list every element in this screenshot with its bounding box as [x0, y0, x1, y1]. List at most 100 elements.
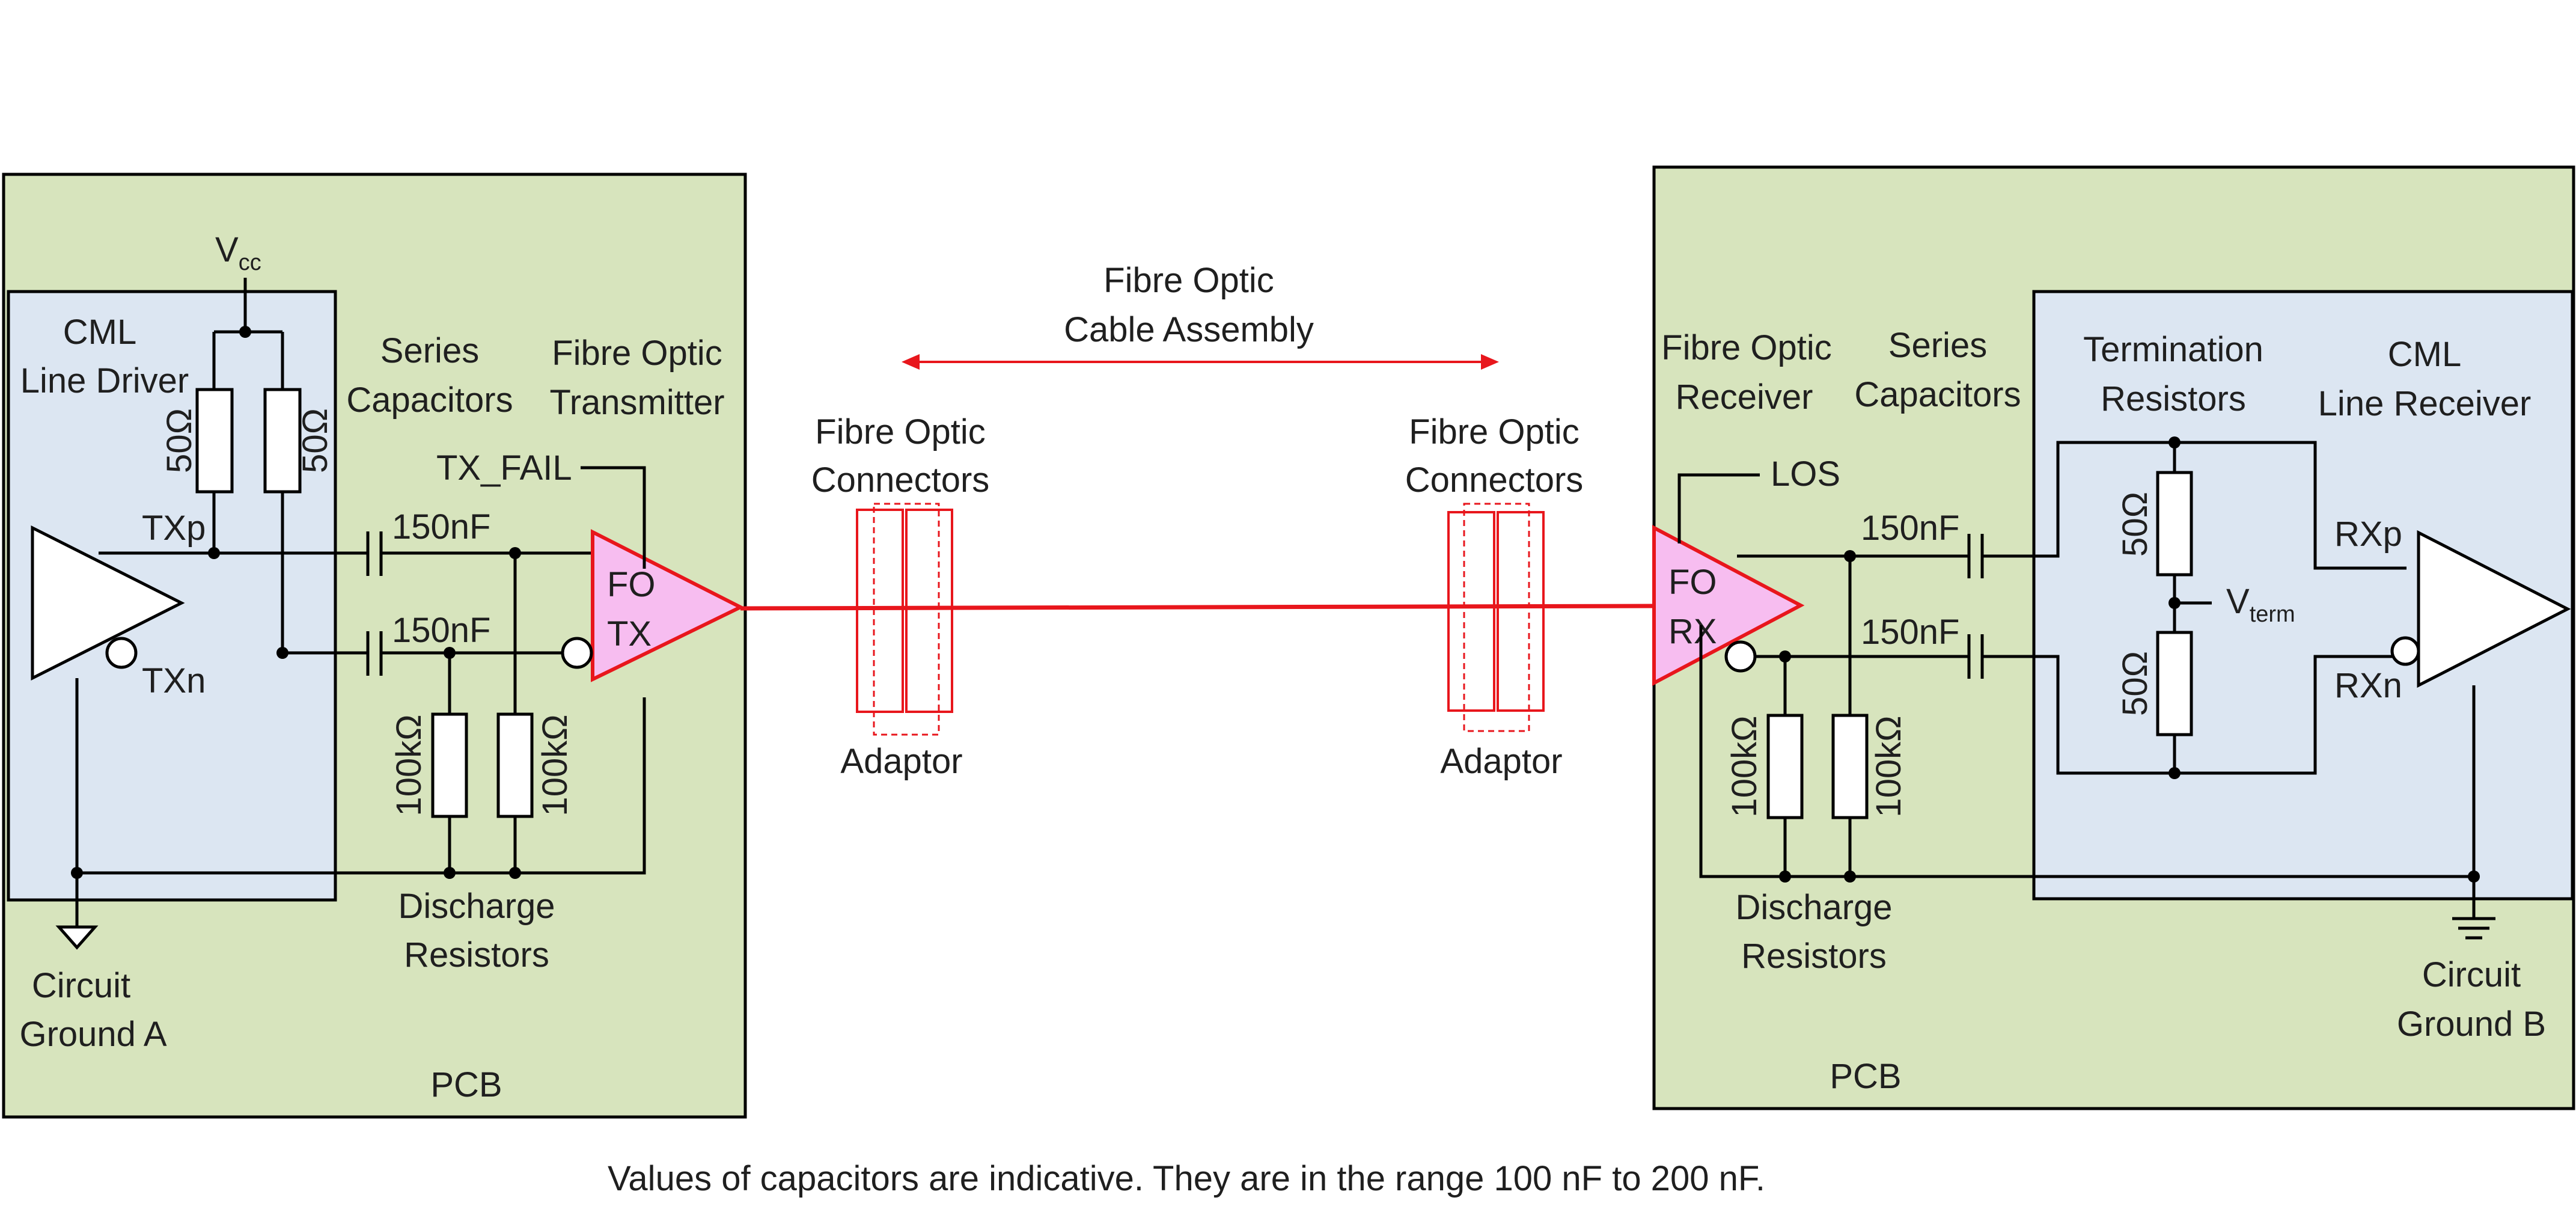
- txn-stub: [281, 492, 284, 653]
- term-n-value: 50Ω: [2116, 651, 2155, 716]
- discharge-resistor-1: [431, 712, 468, 818]
- cap-p-value: 150nF: [392, 507, 490, 546]
- los-label: LOS: [1771, 454, 1840, 494]
- ground-bus-b: [1699, 625, 2476, 919]
- rx-series-capacitor-n: [1967, 634, 1984, 679]
- pullup-resistor-n: [263, 388, 302, 494]
- termination-resistor-p: [2156, 471, 2193, 577]
- junction-dot: [1844, 550, 1856, 562]
- connector-right-a: [1447, 511, 1495, 712]
- pullup-resistor-p: [195, 388, 234, 494]
- los-wire: [1677, 473, 1760, 543]
- junction-dot: [2169, 767, 2181, 779]
- cml-line-receiver-amplifier: [2417, 530, 2571, 688]
- rx-discharge-1-value: 100kΩ: [1725, 715, 1764, 817]
- right-board: FO RX LOS 150nF 150nF 50Ω 50Ω Vterm RXp …: [1652, 165, 2575, 1110]
- connector-left-b: [905, 509, 953, 713]
- adaptor-left-outline: [873, 503, 940, 736]
- left-board: Vcc 50Ω 50Ω TXp TXn 150nF 150nF 100kΩ 10…: [2, 173, 747, 1119]
- junction-dot: [1779, 650, 1791, 662]
- adaptor-left-label: Adaptor: [840, 742, 962, 781]
- junction-dot: [509, 547, 521, 559]
- rx-discharge-2-value: 100kΩ: [1869, 715, 1908, 817]
- arrow-left-icon: [902, 354, 920, 370]
- junction-dot: [2169, 597, 2181, 609]
- fo-rx-label-bottom: RX: [1668, 612, 1717, 651]
- rx-discharge-resistor-1: [1766, 714, 1804, 819]
- junction-dot: [2468, 871, 2480, 883]
- connector-left-a: [856, 509, 904, 713]
- vcc-label: Vcc: [215, 230, 261, 275]
- fo-tx-label-bottom: TX: [607, 614, 652, 653]
- fo-rx-label-top: FO: [1668, 563, 1717, 602]
- fo-tx-block: [591, 529, 745, 682]
- termination-resistor-n: [2156, 631, 2193, 736]
- series-capacitor-n: [366, 631, 383, 676]
- discharge-1-value: 100kΩ: [389, 714, 429, 816]
- adaptor-right-label: Adaptor: [1440, 742, 1562, 781]
- junction-dot: [71, 867, 83, 879]
- left-pcb-label: PCB: [430, 1065, 502, 1104]
- junction-dot: [239, 326, 251, 338]
- tx-fail-wire: [581, 466, 646, 569]
- junction-dot: [509, 867, 521, 879]
- txp-label: TXp: [142, 509, 206, 548]
- rx-discharge-wiring: [1783, 556, 1852, 877]
- pullup-p-value: 50Ω: [160, 408, 199, 473]
- fo-rx-block: [1652, 525, 1805, 686]
- junction-dot: [1779, 871, 1791, 883]
- fo-tx-label-top: FO: [607, 565, 656, 604]
- adaptor-right-outline: [1463, 503, 1530, 732]
- connector-right-b: [1497, 511, 1545, 712]
- ground-bus-a: [75, 678, 646, 927]
- junction-dot: [276, 647, 288, 659]
- discharge-resistor-2: [496, 712, 534, 818]
- rx-series-capacitor-p: [1967, 534, 1984, 578]
- vterm-label: Vterm: [2226, 582, 2295, 627]
- rxn-label: RXn: [2334, 666, 2402, 705]
- ground-b-icon: [2452, 917, 2495, 940]
- term-p-value: 50Ω: [2116, 492, 2155, 557]
- optical-fibre: [740, 604, 1655, 611]
- discharge-2-value: 100kΩ: [536, 714, 575, 816]
- cap-n-value: 150nF: [392, 611, 490, 650]
- pullup-n-value: 50Ω: [296, 408, 335, 473]
- tx-inverting-bubble: [561, 637, 593, 669]
- txp-net: [99, 492, 600, 555]
- rx-inverting-bubble: [1724, 640, 1757, 673]
- txn-label: TXn: [142, 661, 206, 700]
- rx-cap-p-value: 150nF: [1861, 509, 1959, 548]
- junction-dot: [208, 547, 220, 559]
- receiver-inverting-bubble: [2390, 636, 2420, 666]
- discharge-wiring: [448, 553, 517, 873]
- junction-dot: [444, 647, 456, 659]
- junction-dot: [2169, 436, 2181, 448]
- cml-line-driver-amplifier: [31, 525, 185, 681]
- rx-cap-n-value: 150nF: [1861, 613, 1959, 652]
- rxp-label: RXp: [2334, 515, 2402, 554]
- series-capacitor-p: [366, 531, 383, 576]
- footnote: Values of capacitors are indicative. The…: [608, 1159, 1765, 1198]
- ground-a-icon: [55, 925, 99, 950]
- tx-fail-label: TX_FAIL: [436, 448, 572, 488]
- junction-dot: [444, 867, 456, 879]
- right-pcb-label: PCB: [1830, 1057, 1901, 1096]
- arrow-right-icon: [1481, 354, 1499, 370]
- junction-dot: [1844, 871, 1856, 883]
